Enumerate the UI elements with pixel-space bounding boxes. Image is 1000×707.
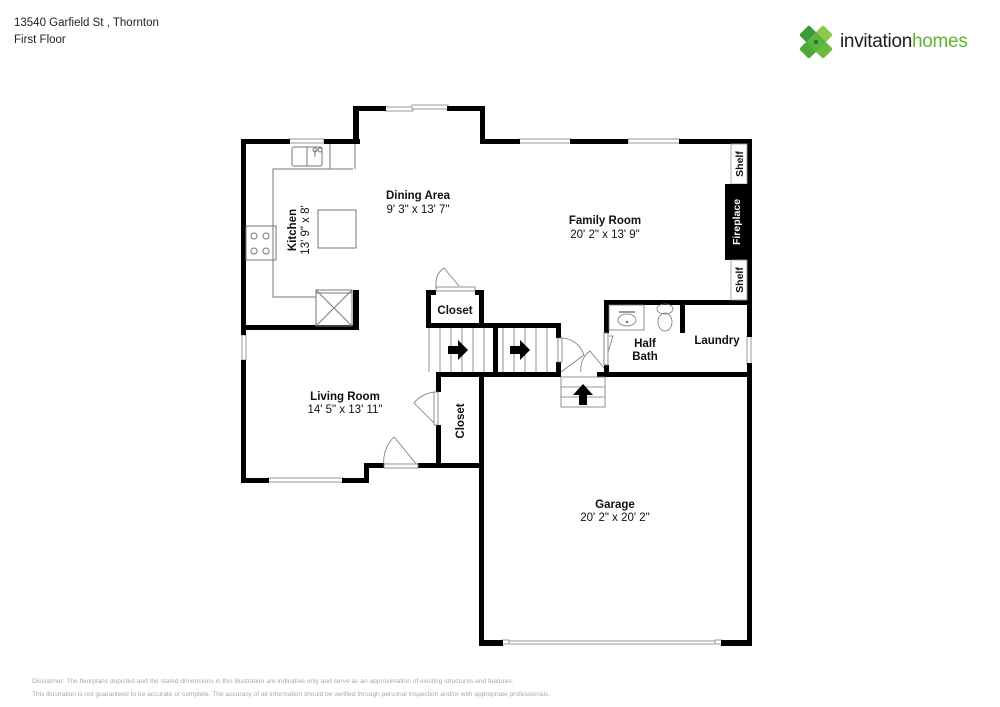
kitchen-fixtures xyxy=(245,144,357,327)
dining-area-dimensions: 9' 3" x 13' 7" xyxy=(386,204,449,216)
toilet-tank-icon xyxy=(656,303,674,315)
laundry-label: Laundry xyxy=(694,335,740,347)
invitation-homes-logo: invitationhomes xyxy=(798,24,968,60)
disclaimer-line-1: Disclaimer: The floorplans depicted and … xyxy=(32,678,514,685)
living-room-dimensions: 14' 5" x 13' 11" xyxy=(307,404,382,416)
windows xyxy=(241,104,752,645)
living-room-label: Living Room xyxy=(310,391,380,403)
arrow-up-icon xyxy=(573,384,593,405)
arrow-right-icon xyxy=(510,340,530,360)
room-labels: Dining Area 9' 3" x 13' 7" Family Room 2… xyxy=(287,151,746,524)
logo-word-invitation: invitation xyxy=(840,31,912,52)
disclaimer: Disclaimer: The floorplans depicted and … xyxy=(32,675,550,701)
logo-word-homes: homes xyxy=(912,31,968,52)
fridge-icon xyxy=(315,289,353,327)
closet-upper-label: Closet xyxy=(437,305,472,317)
shelf-bottom-label: Shelf xyxy=(734,267,746,293)
fireplace-label: Fireplace xyxy=(731,199,743,245)
dining-area-label: Dining Area xyxy=(386,190,451,202)
fireplace xyxy=(725,184,747,260)
arrow-right-icon xyxy=(448,340,468,360)
sink-basin-icon xyxy=(617,313,637,327)
doors xyxy=(383,267,614,469)
floor-label: First Floor xyxy=(14,34,66,46)
logo-wordmark: invitationhomes xyxy=(840,31,968,53)
garage-dimensions: 20' 2" x 20' 2" xyxy=(580,512,649,524)
closet-lower-label: Closet xyxy=(455,403,467,438)
garage-label: Garage xyxy=(595,499,635,511)
clover-logo-icon xyxy=(799,25,833,59)
stair-arrows xyxy=(448,340,593,405)
disclaimer-line-2: This illustration is not guaranteed to b… xyxy=(32,691,551,698)
kitchen-label: Kitchen xyxy=(287,209,299,251)
half-bath-label-line2: Bath xyxy=(632,351,658,363)
toilet-bowl-icon xyxy=(657,312,673,332)
kitchen-island xyxy=(317,209,357,249)
family-room-dimensions: 20' 2" x 13' 9" xyxy=(570,229,639,241)
walls xyxy=(241,106,752,646)
address-text: 13540 Garfield St , Thornton xyxy=(14,17,159,29)
family-room-label: Family Room xyxy=(569,215,641,227)
plan-header: 13540 Garfield St , Thornton First Floor xyxy=(14,15,159,49)
stairs xyxy=(428,328,606,408)
bath-fixtures xyxy=(608,303,674,332)
kitchen-dimensions: 13' 9" x 8' xyxy=(300,205,312,254)
stove-icon xyxy=(245,225,277,261)
half-bath-label-line1: Half xyxy=(634,338,656,350)
shelf-top-label: Shelf xyxy=(734,151,746,177)
fireplace-wall xyxy=(725,143,748,301)
vanity-icon xyxy=(608,304,645,331)
shelf-bottom xyxy=(730,259,748,301)
